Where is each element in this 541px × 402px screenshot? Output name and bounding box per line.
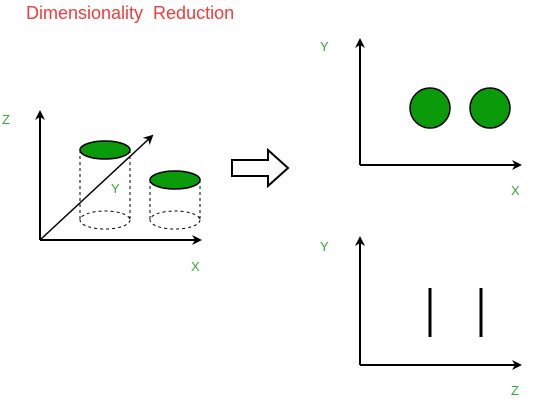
cylinder-1 [79, 140, 131, 230]
figure-title: Dimensionality Reduction [26, 3, 235, 23]
cylinder-2 [149, 170, 201, 230]
diagram-xy: Y X [320, 38, 522, 198]
y-axis-label-3d: Y [111, 181, 120, 196]
y-axis-label-xy: Y [320, 39, 329, 54]
cylinder-2-base [149, 210, 201, 230]
x-axis-label-3d: X [191, 259, 200, 274]
z-axis-label-yz: Z [511, 383, 519, 398]
projected-circle-1 [409, 87, 451, 129]
cylinder-2-top-disc [149, 170, 201, 190]
y-axis-3d [39, 134, 154, 241]
z-axis-label-3d: Z [2, 112, 10, 127]
cylinder-1-base [79, 210, 131, 230]
projected-circle-2 [469, 87, 511, 129]
cylinder-1-top-disc [79, 140, 131, 160]
y-axis-label-yz: Y [320, 239, 329, 254]
transform-arrow-icon [231, 147, 290, 189]
diagram-3d: Z Y X [2, 110, 202, 274]
diagram-yz: Y Z [320, 236, 522, 398]
x-axis-label-xy: X [511, 183, 520, 198]
